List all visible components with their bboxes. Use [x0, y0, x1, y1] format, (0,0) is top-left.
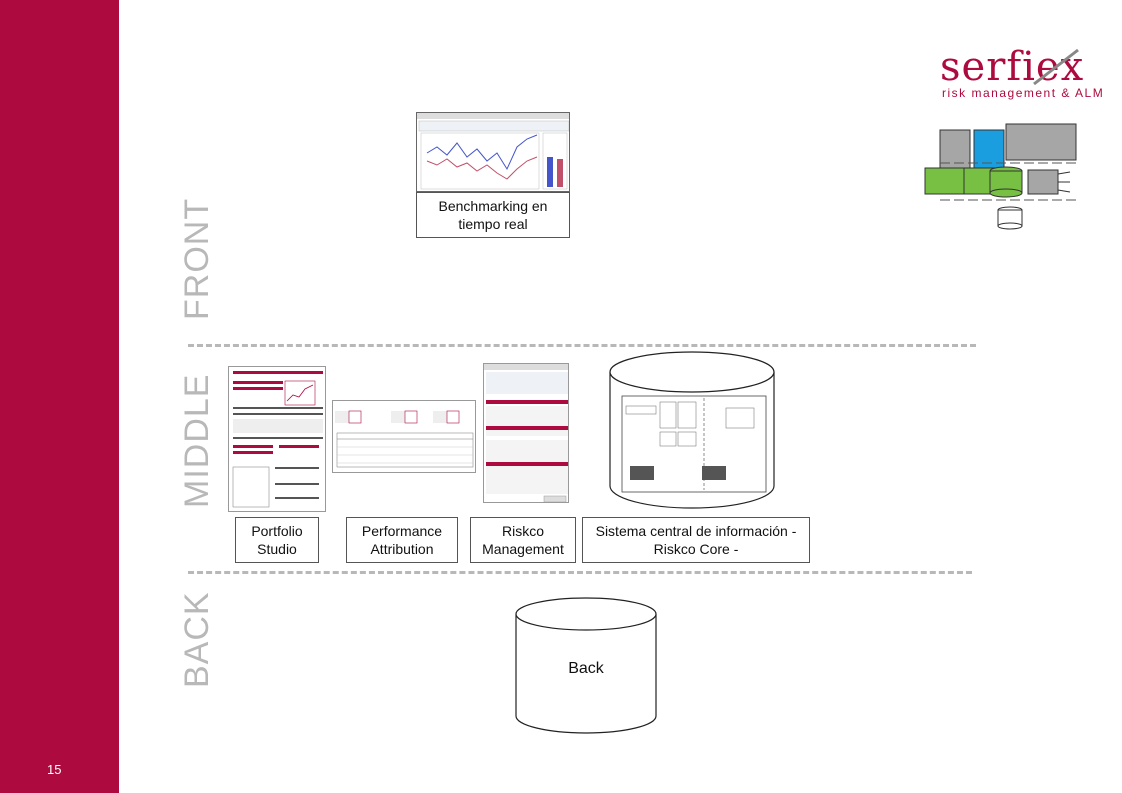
benchmarking-screenshot [416, 112, 570, 192]
portfolio-studio-screenshot [228, 366, 326, 512]
caption-benchmarking: Benchmarking en tiempo real [416, 192, 570, 238]
riskco-management-screenshot [483, 363, 569, 503]
riskco-core-database-icon [609, 351, 775, 509]
caption-sistema-central: Sistema central de información - Riskco … [582, 517, 810, 563]
performance-attribution-screenshot [332, 400, 476, 473]
logo-x-mark [1033, 48, 1079, 86]
caption-portfolio-studio: Portfolio Studio [235, 517, 319, 563]
section-label-front: FRONT [178, 197, 216, 320]
separator-middle-back [188, 571, 972, 574]
architecture-diagram-icon [924, 123, 1080, 230]
section-label-middle: MIDDLE [178, 373, 216, 508]
back-database-label: Back [568, 660, 604, 677]
back-database-icon [515, 597, 657, 734]
logo-tagline: risk management & ALM [942, 86, 1105, 100]
separator-front-middle [188, 344, 976, 347]
page-number: 15 [47, 762, 62, 777]
section-label-back: BACK [178, 591, 216, 688]
caption-riskco-management: Riskco Management [470, 517, 576, 563]
logo-wordmark: serfiex [940, 44, 1085, 90]
caption-performance-attribution: Performance Attribution [346, 517, 458, 563]
left-sidebar-band [0, 0, 119, 793]
